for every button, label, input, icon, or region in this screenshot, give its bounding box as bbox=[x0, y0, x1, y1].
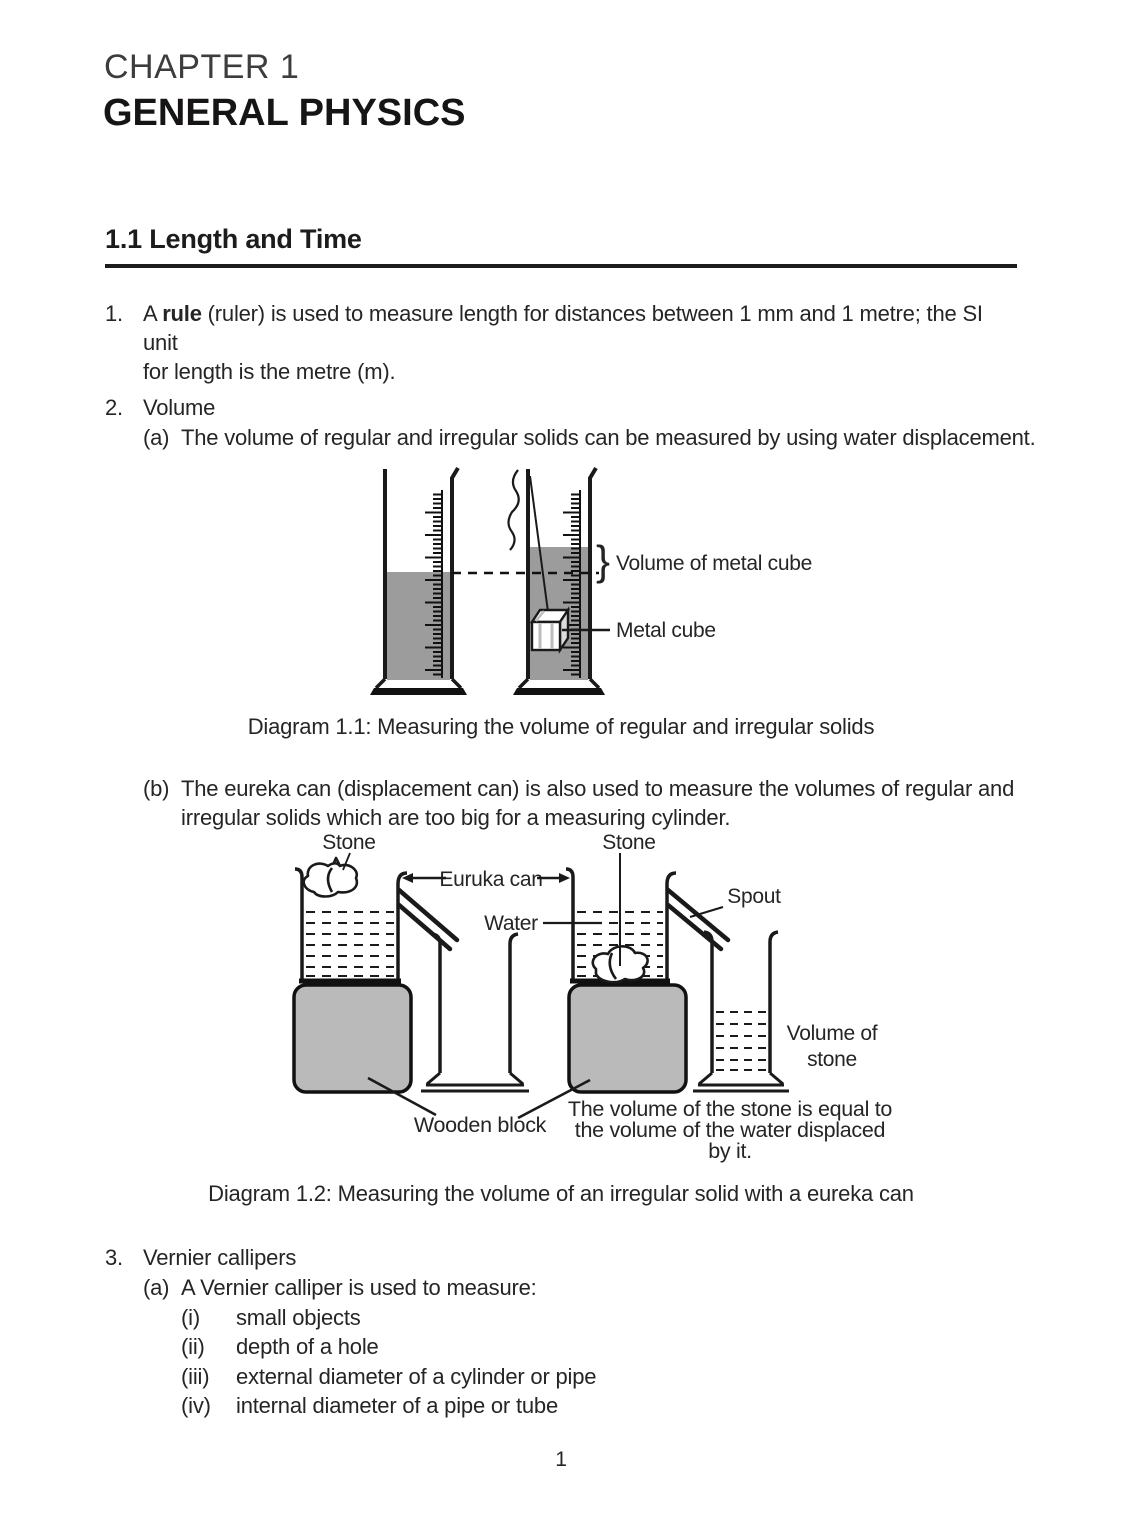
item-number: 1. bbox=[105, 301, 123, 326]
item-marker: (b) bbox=[143, 776, 170, 801]
item1-line2: for length is the metre (m). bbox=[143, 359, 396, 384]
item-number: 3. bbox=[105, 1245, 123, 1270]
beaker-empty bbox=[421, 932, 529, 1093]
string-wavy bbox=[507, 469, 520, 551]
label-metal-cube: Metal cube bbox=[616, 619, 716, 642]
cylinder-wall-lip bbox=[588, 466, 598, 679]
item-text: Volume bbox=[143, 395, 216, 420]
label-wooden-block: Wooden block bbox=[414, 1113, 547, 1137]
label-volume-of-metal-cube: Volume of metal cube bbox=[616, 552, 812, 575]
item1-prefix: A bbox=[143, 301, 163, 326]
item-text: A Vernier calliper is used to measure: bbox=[181, 1275, 537, 1300]
note-line3: by it. bbox=[708, 1139, 752, 1163]
chapter-title: GENERAL PHYSICS bbox=[103, 92, 466, 134]
label-volume-of-stone: stone bbox=[807, 1048, 857, 1071]
measuring-cylinder-left bbox=[370, 466, 467, 695]
item-marker: (iii) bbox=[181, 1363, 210, 1389]
item-text: small objects bbox=[236, 1305, 361, 1330]
item-marker: (a) bbox=[143, 425, 170, 450]
label-stone-left: Stone bbox=[322, 831, 375, 854]
list-item-3: 3. Vernier callipers bbox=[105, 1243, 1020, 1272]
list-item-2b: (b) The eureka can (displacement can) is… bbox=[143, 774, 1033, 832]
section-heading: 1.1 Length and Time bbox=[105, 224, 1017, 268]
eureka-can-left bbox=[294, 867, 460, 984]
beaker-displaced-water bbox=[693, 930, 789, 1093]
water-dashes bbox=[716, 1011, 766, 1071]
label-spout: Spout bbox=[727, 885, 781, 908]
leader-wooden-left bbox=[367, 1076, 437, 1117]
bold-term-rule: rule bbox=[162, 301, 202, 326]
spout-left bbox=[396, 887, 460, 943]
foot-flare bbox=[374, 677, 463, 690]
list-item-3a: (a) A Vernier calliper is used to measur… bbox=[143, 1273, 1043, 1302]
leader-stone-left bbox=[342, 852, 351, 871]
list-item-2a: (a) The volume of regular and irregular … bbox=[143, 423, 1043, 452]
list-item-2: 2. Volume bbox=[105, 393, 1020, 422]
item-number: 2. bbox=[105, 395, 123, 420]
item1-rest: (ruler) is used to measure length for di… bbox=[143, 301, 983, 355]
can-wall-left bbox=[565, 867, 575, 980]
leader-wooden-right bbox=[517, 1078, 591, 1120]
list-item-iv: (iv) internal diameter of a pipe or tube bbox=[181, 1391, 1021, 1420]
item-text: internal diameter of a pipe or tube bbox=[236, 1392, 558, 1418]
caption-diagram-1-2: Diagram 1.2: Measuring the volume of an … bbox=[208, 1181, 914, 1206]
item2b-line2: irregular solids which are too big for a… bbox=[181, 805, 731, 830]
measuring-cylinder-right bbox=[507, 466, 605, 695]
item-text: depth of a hole bbox=[236, 1334, 379, 1360]
item-text: A rule (ruler) is used to measure length… bbox=[143, 299, 1020, 386]
label-volume-of: Volume of bbox=[787, 1022, 878, 1045]
label-stone-right: Stone bbox=[602, 831, 655, 854]
arrowhead-left bbox=[402, 873, 413, 883]
note-line2: the volume of the water displaced bbox=[575, 1118, 885, 1142]
item2b-line1: The eureka can (displacement can) is als… bbox=[181, 776, 1015, 801]
list-item-ii: (ii) depth of a hole bbox=[181, 1332, 1021, 1361]
leader-spout bbox=[689, 905, 724, 919]
label-eureka-can: Euruka can bbox=[439, 868, 542, 891]
wooden-block-right bbox=[567, 983, 688, 1094]
string bbox=[529, 475, 549, 613]
arrowhead-right bbox=[559, 873, 570, 883]
label-water: Water bbox=[484, 912, 538, 935]
item-text: external diameter of a cylinder or pipe bbox=[236, 1363, 597, 1389]
brace: } bbox=[596, 537, 610, 584]
caption-diagram-1-1: Diagram 1.1: Measuring the volume of reg… bbox=[247, 714, 875, 739]
ruler-scale bbox=[425, 490, 443, 678]
can-wall-right bbox=[396, 871, 408, 980]
ruler-scale bbox=[563, 490, 581, 678]
cylinder-wall-lip bbox=[450, 466, 460, 679]
list-item-i: (i) small objects bbox=[181, 1303, 1021, 1332]
page-number: 1 bbox=[555, 1448, 567, 1471]
item-text: Vernier callipers bbox=[143, 1245, 297, 1270]
chapter-label: CHAPTER 1 bbox=[104, 48, 300, 86]
water-dashes bbox=[306, 911, 394, 977]
cylinder-base bbox=[370, 688, 467, 695]
diagram-1-1: } Volume of metal cube Metal cube bbox=[370, 466, 812, 695]
foot-flare bbox=[517, 677, 601, 690]
diagram-1-2: Stone Euruka can Water bbox=[292, 831, 893, 1163]
item-marker: (ii) bbox=[181, 1334, 205, 1360]
item-marker: (i) bbox=[181, 1305, 200, 1330]
stone-left-shape bbox=[302, 856, 359, 898]
roman-list: (i) small objects (ii) depth of a hole (… bbox=[181, 1303, 1021, 1420]
item-text: The eureka can (displacement can) is als… bbox=[181, 774, 1033, 832]
list-item-1: 1. A rule (ruler) is used to measure len… bbox=[105, 299, 1020, 386]
note-line1: The volume of the stone is equal to bbox=[568, 1097, 892, 1121]
can-wall-right bbox=[665, 871, 677, 980]
can-wall-left bbox=[294, 867, 304, 980]
item-marker: (iv) bbox=[181, 1392, 211, 1418]
item-marker: (a) bbox=[143, 1275, 170, 1300]
wooden-block-left bbox=[292, 983, 413, 1094]
metal-cube bbox=[529, 606, 571, 654]
eureka-can-right bbox=[565, 853, 731, 984]
water-dashes bbox=[577, 911, 663, 977]
list-item-iii: (iii) external diameter of a cylinder or… bbox=[181, 1362, 1021, 1391]
item-text: The volume of regular and irregular soli… bbox=[181, 425, 1036, 450]
cylinder-base bbox=[513, 688, 605, 695]
